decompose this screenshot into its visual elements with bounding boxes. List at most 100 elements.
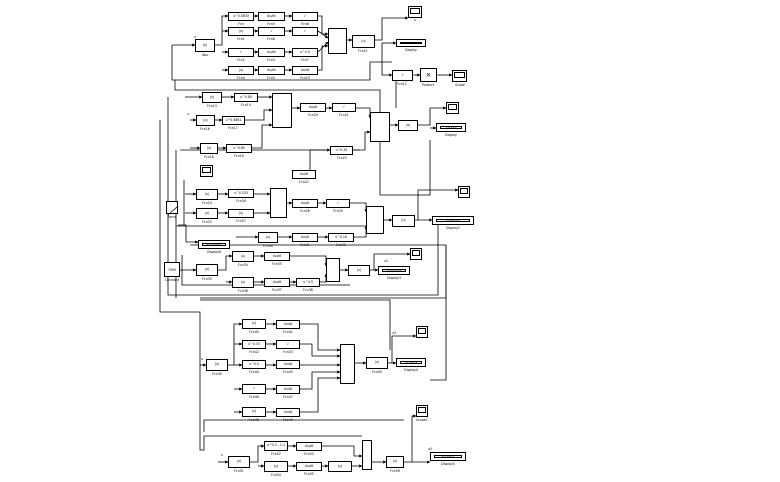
fcn34-block[interactable]: |u| xyxy=(232,251,254,262)
mux-block-3[interactable] xyxy=(270,188,287,218)
fcn19-label: Fcn19 xyxy=(234,154,244,158)
fcn24-block[interactable]: |u| xyxy=(196,189,218,200)
fcn56-block[interactable]: |u| xyxy=(386,456,404,468)
fcn39-block[interactable]: |u| xyxy=(206,359,228,371)
fcn38-block[interactable]: u^0.5 xyxy=(296,278,320,287)
scope-6[interactable] xyxy=(416,405,428,417)
fcn32-label: Fcn32 xyxy=(336,243,346,247)
fcn53-block[interactable]: du/dt xyxy=(296,442,322,451)
fcn48-block[interactable]: |u| xyxy=(242,407,266,417)
fcn28-block[interactable]: du/dt xyxy=(292,199,318,208)
fcn49-block[interactable]: du/dt xyxy=(276,408,300,417)
fcn13-label: Fcn13 xyxy=(207,104,217,108)
fcn-block[interactable]: u^0.0833 xyxy=(228,12,254,21)
fcn40-block[interactable]: |u| xyxy=(242,319,266,329)
fcn9-block[interactable]: du/dt xyxy=(258,66,285,75)
display-1-value: 1.5e+003 xyxy=(400,42,422,44)
scope-3b[interactable] xyxy=(458,186,470,198)
fcn46-block[interactable]: √ xyxy=(242,384,266,394)
fcn23-block[interactable]: u^0.25 xyxy=(330,146,353,155)
display-2: 70.123 xyxy=(436,123,466,132)
sum-block[interactable] xyxy=(328,28,347,54)
scope-2[interactable] xyxy=(446,102,459,114)
fcn4-block[interactable]: |u| xyxy=(228,66,254,75)
fcn54-block[interactable]: |u| xyxy=(264,461,288,472)
fcn14-block[interactable]: u^0.85 xyxy=(234,93,258,102)
fcn-abs-block-4[interactable]: |u| xyxy=(348,265,370,276)
mux-block-6[interactable] xyxy=(362,440,372,470)
fcn12-block[interactable]: √ xyxy=(392,70,413,81)
fcn30-block[interactable]: |u| xyxy=(258,232,278,243)
fcn49-label: Fcn49 xyxy=(283,418,293,422)
fcn10-block[interactable]: du/dt xyxy=(292,66,318,75)
scope-u[interactable] xyxy=(408,6,422,18)
display-3-label: Display2 xyxy=(446,226,460,230)
fcn41-block[interactable]: du/dt xyxy=(276,320,300,329)
display-4-value: 1000.000 xyxy=(382,269,406,272)
fcn55-block[interactable]: du/dt xyxy=(296,462,322,471)
fcn26-block[interactable]: u^0.333 xyxy=(228,189,254,198)
ramp-display-value: 0.000000 xyxy=(202,243,226,246)
fcn29-block[interactable]: √ xyxy=(326,199,350,208)
fcn16-block[interactable]: |u| xyxy=(196,115,215,126)
fcn13-block[interactable]: |u| xyxy=(202,92,222,103)
fcn38-label: Fcn38 xyxy=(303,288,313,292)
mux-block-2b[interactable] xyxy=(370,112,390,142)
fcn20-block[interactable]: du/dt xyxy=(300,103,326,112)
fcn11-block[interactable]: |u| xyxy=(352,35,375,48)
fcn25-block[interactable]: |u| xyxy=(196,208,218,219)
fcn47-block[interactable]: du/dt xyxy=(276,385,300,394)
fcn32-block[interactable]: u^0.16 xyxy=(328,233,354,242)
fcn7-block[interactable]: u^0.5 xyxy=(292,48,318,57)
fcn50-block[interactable]: |u| xyxy=(366,357,388,369)
fcn6-block[interactable]: √ xyxy=(258,27,285,36)
fcn37-block[interactable]: du/dt xyxy=(264,278,290,287)
fcn45-block[interactable]: du/dt xyxy=(276,360,300,369)
fcn19-block[interactable]: u^0.85 xyxy=(226,144,252,153)
fcn-abs-block-2[interactable]: |u| xyxy=(398,120,418,131)
scope-3[interactable] xyxy=(200,165,213,177)
fcn33-block[interactable]: |u| xyxy=(196,264,218,276)
fcn55-label: Fcn55 xyxy=(304,472,314,476)
display-2-label: Display xyxy=(445,133,457,137)
mux-block-3b[interactable] xyxy=(366,206,384,234)
fcn17-block[interactable]: u^0.4661 xyxy=(222,116,245,125)
fcn53-label: Fcn53 xyxy=(304,452,314,456)
fcn2-block[interactable]: √ xyxy=(228,48,254,57)
fcn22-block[interactable]: du/dt xyxy=(292,170,316,179)
scope-5[interactable] xyxy=(416,326,428,338)
fcn8-block[interactable]: √ xyxy=(292,12,318,21)
fcn-abs-block-3[interactable]: |u| xyxy=(392,215,415,227)
fcn27-block[interactable]: |u| xyxy=(228,209,254,218)
fcn52-block[interactable]: u^0.3 - 1.1 xyxy=(264,441,288,451)
constant-label: Constant xyxy=(164,278,180,282)
fcn35-block[interactable]: du/dt xyxy=(264,252,290,261)
fcn51-block[interactable]: |u| xyxy=(228,456,250,468)
fcn6b-block[interactable]: √ xyxy=(292,27,318,36)
fcn43-block[interactable]: √ xyxy=(276,340,300,349)
fcn8-label: Fcn8 xyxy=(301,22,309,26)
ramp-block[interactable] xyxy=(166,201,179,216)
constant-block[interactable]: 7000 xyxy=(164,262,180,277)
fcn42-block[interactable]: u^0.33 xyxy=(242,340,266,349)
fcn18-block[interactable]: |u| xyxy=(200,143,218,154)
abs-block[interactable]: |u| xyxy=(195,39,215,52)
fcn3-block[interactable]: du/dt xyxy=(258,48,285,57)
scope-4[interactable] xyxy=(410,248,422,260)
fcn31-block[interactable]: du/dt xyxy=(292,233,318,242)
fcn36-block[interactable]: |u| xyxy=(232,277,254,288)
mux-block-2[interactable] xyxy=(272,93,292,128)
fcn1-block[interactable]: |u| xyxy=(228,27,254,36)
fcn55b-block[interactable]: |u| xyxy=(328,461,352,472)
mux-block-5[interactable] xyxy=(340,344,355,384)
fcn5-block[interactable]: du/dt xyxy=(258,12,285,21)
scope-bottom[interactable] xyxy=(452,70,467,82)
fcn21-block[interactable]: √ xyxy=(332,103,356,112)
fcn-label: Fcn xyxy=(238,22,244,26)
fcn44-block[interactable]: u^0.5 xyxy=(242,360,266,369)
fcn28-label: Fcn28 xyxy=(300,209,310,213)
mux-block-4[interactable] xyxy=(326,258,340,282)
product-block[interactable]: × xyxy=(420,68,437,82)
